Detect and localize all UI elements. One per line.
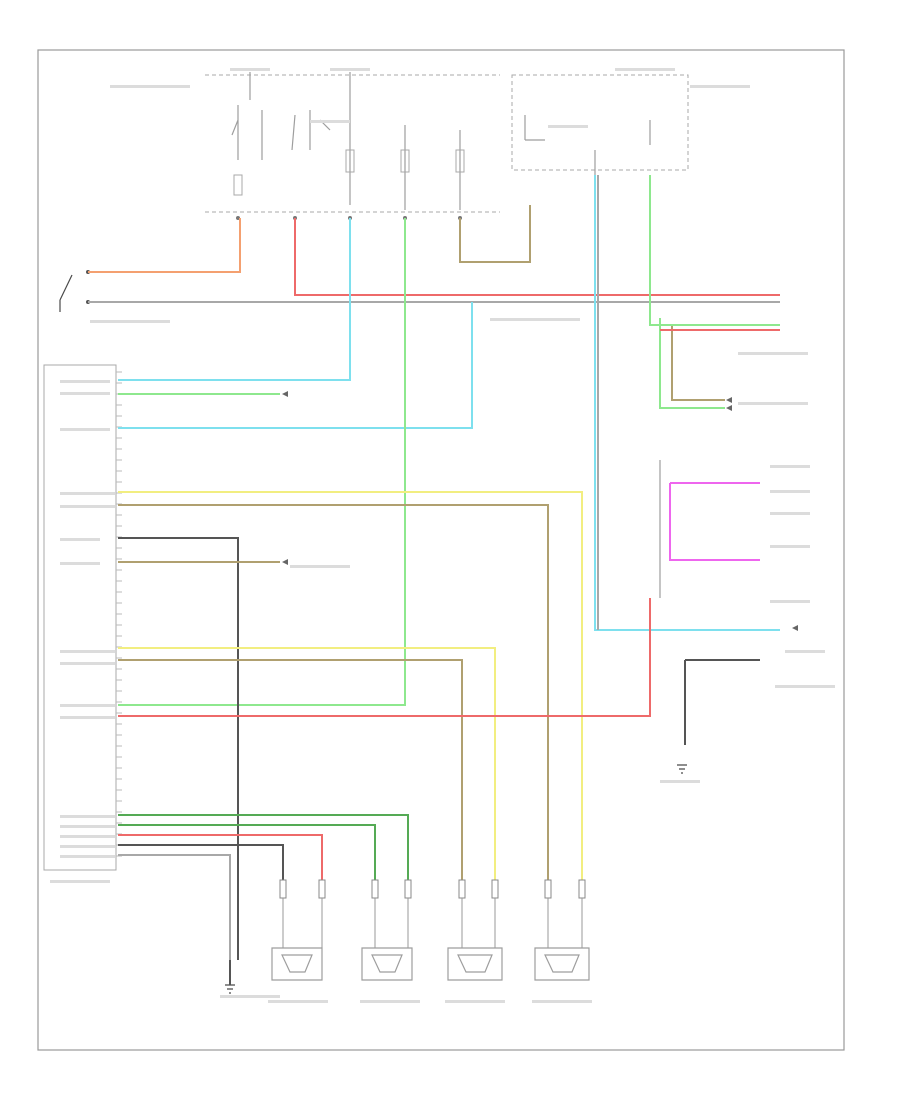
wire-red-2 — [294, 218, 780, 296]
connector-markers — [282, 391, 798, 631]
junction-module — [511, 74, 689, 175]
wire-orange-1 — [88, 218, 241, 273]
label-placeholder — [60, 505, 115, 508]
diagram-frame — [37, 49, 845, 1051]
wire-harness — [88, 175, 780, 985]
fuse-block — [205, 72, 500, 220]
label-placeholder — [738, 402, 808, 405]
label-placeholder — [60, 815, 115, 818]
label-placeholder — [360, 1000, 420, 1003]
right-rear-wheel-speed-sensor — [271, 947, 323, 981]
sensor-connector-6 — [491, 879, 499, 899]
label-placeholder — [548, 125, 588, 128]
label-placeholder — [60, 704, 115, 707]
left-rear-wheel-speed-sensor — [361, 947, 413, 981]
wire-tan-20 — [118, 659, 463, 880]
wire-tan-16 — [118, 504, 549, 880]
wire-green-12 — [649, 175, 780, 326]
label-placeholder — [60, 716, 115, 719]
sensor-connector-4 — [404, 879, 412, 899]
wire-ltblue-11 — [594, 175, 780, 631]
wire-green-10 — [659, 318, 725, 409]
wheel-sensors — [271, 947, 590, 981]
label-placeholder — [738, 352, 808, 355]
label-placeholder — [60, 380, 110, 383]
label-placeholder — [50, 880, 110, 883]
wire-red-24 — [118, 834, 323, 880]
label-placeholder — [110, 85, 190, 88]
label-placeholder — [490, 318, 580, 321]
wire-ltblue-6 — [118, 302, 473, 429]
label-placeholder — [60, 562, 100, 565]
label-placeholder — [532, 1000, 592, 1003]
label-placeholder — [330, 68, 370, 71]
wire-red-21 — [118, 598, 651, 717]
wire-grey-26 — [118, 854, 231, 960]
label-placeholder — [770, 545, 810, 548]
label-placeholder — [310, 120, 350, 123]
sensor-connector-5 — [458, 879, 466, 899]
label-placeholder — [60, 538, 100, 541]
label-placeholder — [770, 600, 810, 603]
label-placeholder — [445, 1000, 505, 1003]
wire-tan-9 — [671, 325, 725, 401]
ground-symbols — [225, 764, 687, 994]
label-placeholder — [660, 780, 700, 783]
label-placeholder — [770, 490, 810, 493]
right-front-wheel-speed-sensor — [447, 947, 503, 981]
label-placeholder — [60, 855, 115, 858]
wire-ltblue-4 — [118, 218, 351, 381]
label-placeholder — [60, 662, 115, 665]
sensor-connector-3 — [371, 879, 379, 899]
label-placeholder — [770, 512, 810, 515]
sensor-connector-2 — [318, 879, 326, 899]
sensor-connector-7 — [544, 879, 552, 899]
wire-yellow-19 — [118, 647, 496, 880]
label-placeholder — [775, 685, 835, 688]
wire-black-25 — [118, 844, 284, 880]
wire-black-17 — [118, 537, 239, 985]
wire-dkgreen-23 — [118, 824, 376, 880]
label-placeholder — [268, 1000, 328, 1003]
label-placeholder — [60, 835, 115, 838]
label-placeholder — [60, 845, 115, 848]
label-placeholder — [690, 85, 750, 88]
sensor-connector-8 — [578, 879, 586, 899]
label-placeholder — [770, 465, 810, 468]
label-placeholder — [60, 492, 115, 495]
label-placeholder — [220, 995, 280, 998]
label-placeholder — [60, 650, 115, 653]
wire-black-27 — [684, 659, 760, 745]
wire-yellow-15 — [118, 491, 583, 880]
wire-tan-8 — [459, 205, 531, 263]
wire-green-7 — [118, 218, 406, 706]
label-placeholder — [90, 320, 170, 323]
label-placeholder — [60, 428, 110, 431]
label-placeholder — [785, 650, 825, 653]
abs-control-module — [43, 364, 117, 871]
label-placeholder — [60, 392, 110, 395]
label-placeholder — [290, 565, 350, 568]
brake-pedal-switch — [59, 270, 90, 312]
wire-magenta-14 — [669, 482, 760, 561]
label-placeholder — [60, 825, 115, 828]
module-pin-ticks — [116, 371, 122, 857]
sensor-connector-1 — [279, 879, 287, 899]
label-placeholder — [230, 68, 270, 71]
label-placeholders — [50, 68, 835, 1003]
left-front-wheel-speed-sensor — [534, 947, 590, 981]
label-placeholder — [615, 68, 675, 71]
wire-dkgreen-22 — [118, 814, 409, 880]
